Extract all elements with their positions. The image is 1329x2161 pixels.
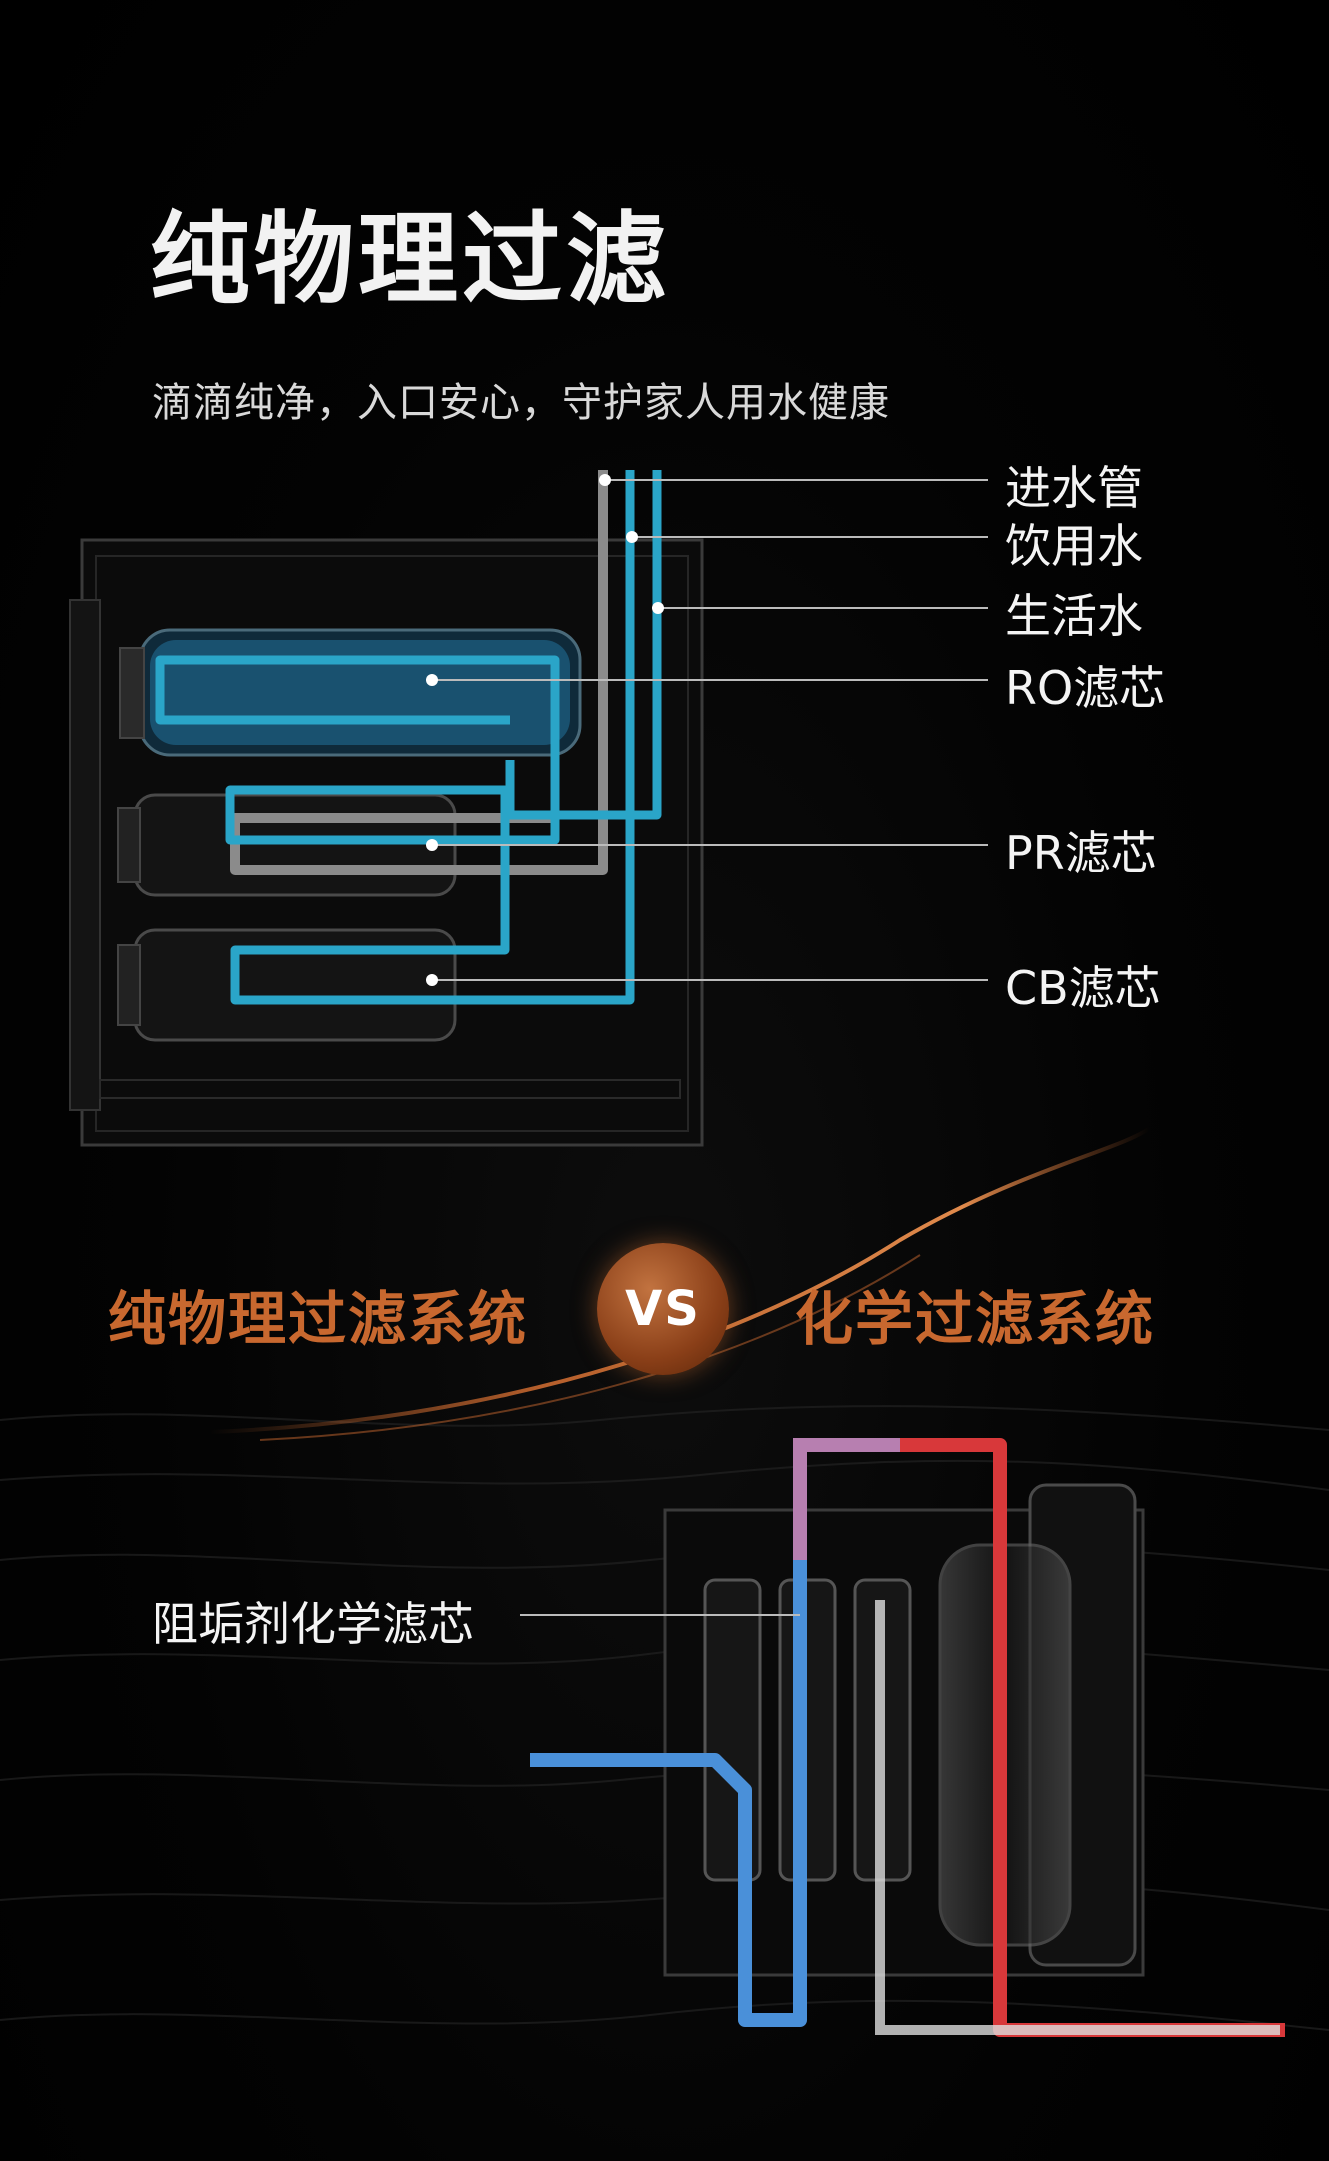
inlet-pipe bbox=[230, 470, 608, 875]
label-inlet-pipe: 进水管 bbox=[1005, 461, 1143, 515]
chemical-cartridge-2 bbox=[778, 1578, 837, 1882]
label-domestic-water: 生活水 bbox=[1005, 589, 1143, 643]
label-ro-filter: RO滤芯 bbox=[1005, 661, 1166, 715]
page-title: 纯物理过滤 bbox=[150, 201, 670, 318]
page-subtitle: 滴滴纯净，入口安心，守护家人用水健康 bbox=[152, 380, 890, 426]
label-drinking-water: 饮用水 bbox=[1005, 519, 1143, 573]
label-pr-filter: PR滤芯 bbox=[1005, 826, 1157, 880]
domestic-water-pipe bbox=[505, 470, 662, 820]
drinking-water-pipe bbox=[155, 470, 635, 1005]
vs-badge: VS bbox=[597, 1243, 729, 1375]
orange-swoosh bbox=[209, 1126, 1152, 1434]
label-cb-filter: CB滤芯 bbox=[1005, 961, 1161, 1015]
vs-text: VS bbox=[625, 1281, 701, 1337]
chemical-system-label: 化学过滤系统 bbox=[795, 1285, 1156, 1353]
white-pipe bbox=[875, 1600, 1280, 2035]
blue-inlet-pipe bbox=[530, 1560, 807, 2027]
label-scale-inhibitor-filter: 阻垢剂化学滤芯 bbox=[152, 1597, 474, 1651]
physical-system-label: 纯物理过滤系统 bbox=[108, 1285, 529, 1353]
